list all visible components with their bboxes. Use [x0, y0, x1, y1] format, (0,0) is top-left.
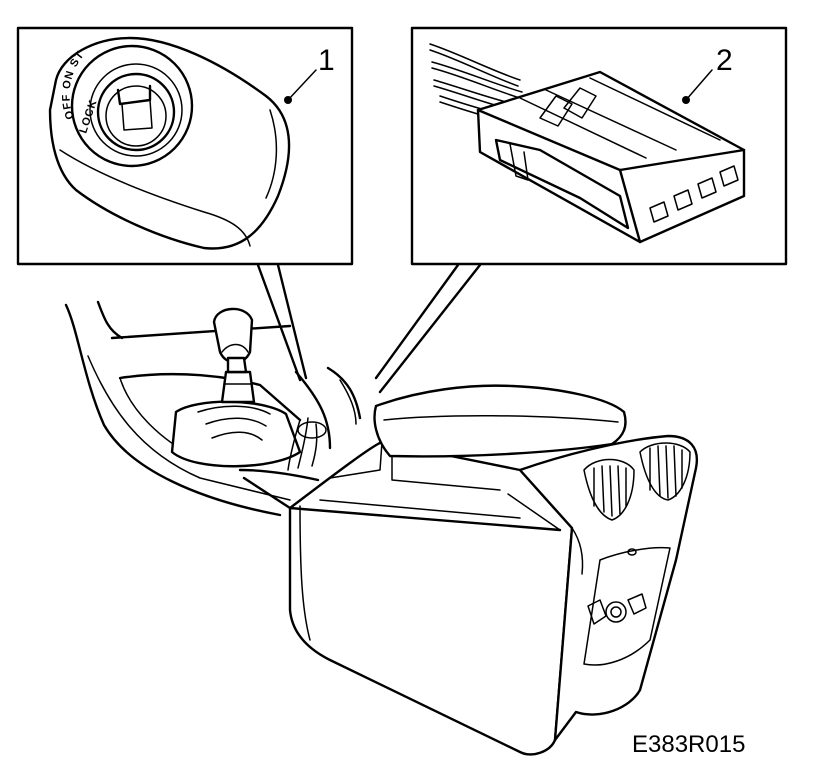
- figure-code: E383R015: [632, 731, 745, 758]
- gear-shifter: [170, 307, 302, 468]
- leader-wedge-1: [256, 263, 308, 382]
- rear-panel: [507, 434, 699, 742]
- rear-air-vents: [583, 442, 691, 521]
- callout-2-label: 2: [716, 44, 733, 77]
- key-slot: [116, 84, 152, 106]
- armrest: [373, 384, 627, 491]
- center-console-illustration: [64, 300, 699, 756]
- callout-1-label: 1: [318, 44, 335, 77]
- ignition-harness: [287, 366, 362, 471]
- connector-housing: [476, 70, 746, 244]
- inset-connector: 2: [410, 26, 788, 266]
- inset-ignition-switch: OFF ON ST LOCK 1: [16, 26, 354, 266]
- leader-wedge-2: [374, 263, 482, 394]
